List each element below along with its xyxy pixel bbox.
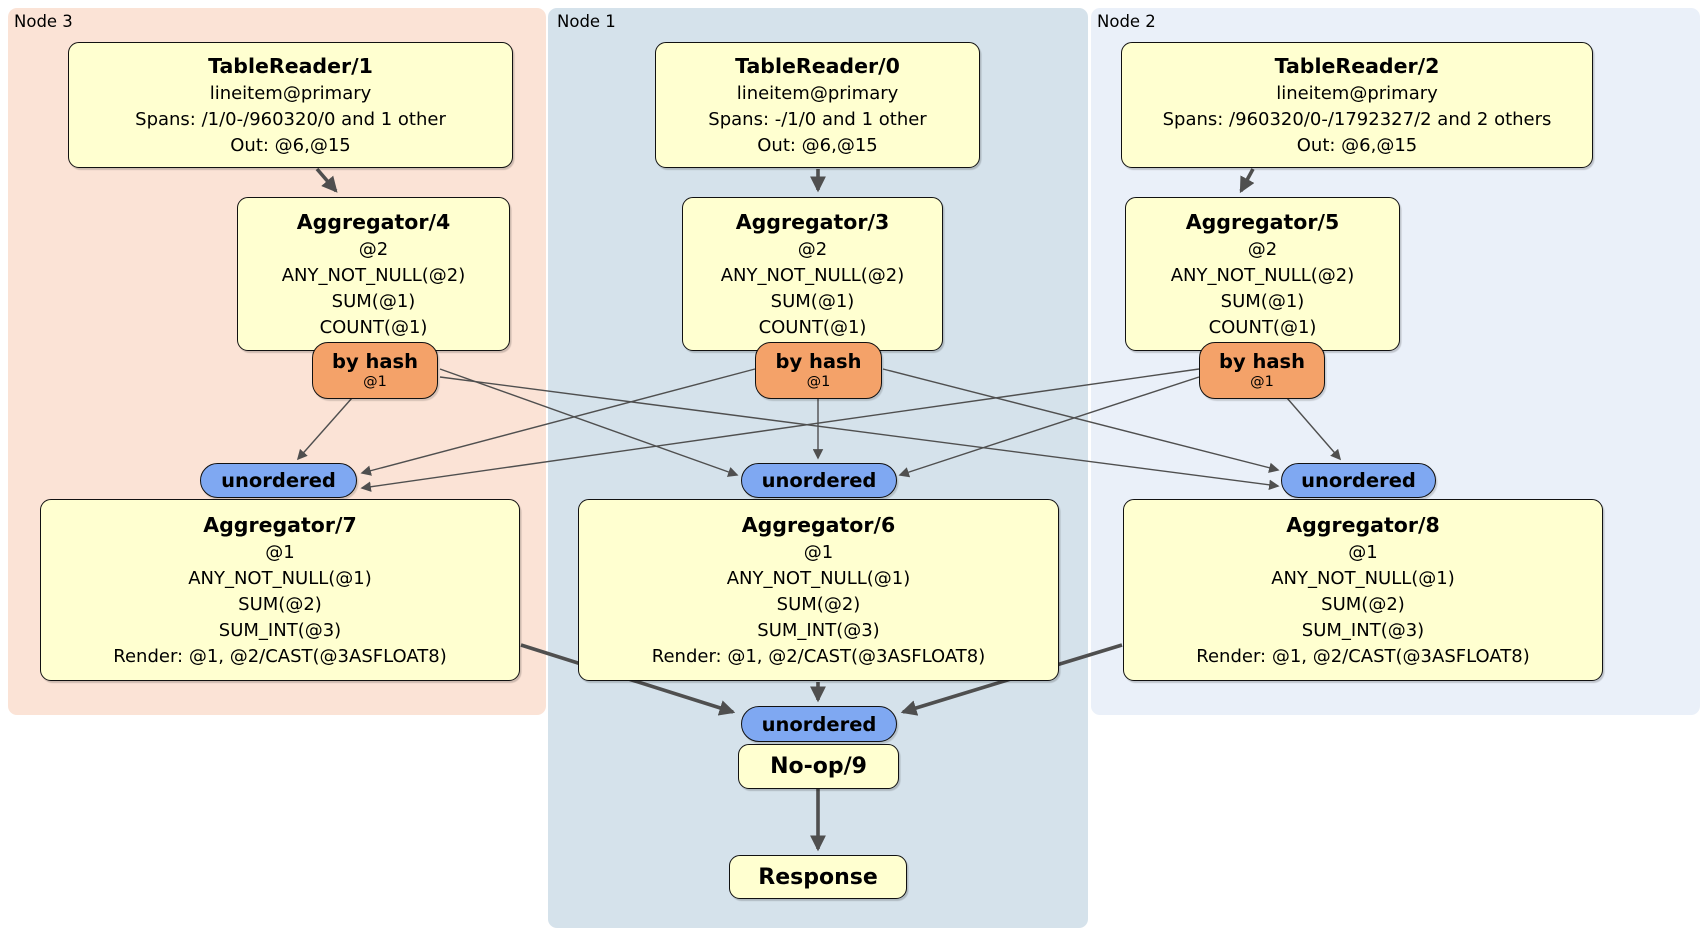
processor-title: Aggregator/4 bbox=[296, 209, 451, 234]
router-label: by hash bbox=[775, 350, 862, 373]
processor-aggregator-6: Aggregator/6 @1 ANY_NOT_NULL(@1) SUM(@2)… bbox=[578, 499, 1059, 681]
processor-detail: Out: @6,@15 bbox=[1296, 134, 1418, 156]
processor-title: Aggregator/3 bbox=[735, 209, 890, 234]
processor-detail: @1 bbox=[1348, 541, 1378, 563]
processor-aggregator-3: Aggregator/3 @2 ANY_NOT_NULL(@2) SUM(@1)… bbox=[682, 197, 943, 351]
processor-detail: Spans: /1/0-/960320/0 and 1 other bbox=[135, 108, 446, 130]
processor-detail: SUM(@2) bbox=[776, 593, 861, 615]
sync-label: unordered bbox=[221, 469, 336, 492]
processor-detail: COUNT(@1) bbox=[319, 316, 428, 338]
processor-detail: ANY_NOT_NULL(@2) bbox=[1170, 264, 1355, 286]
processor-tablereader-2: TableReader/2 lineitem@primary Spans: /9… bbox=[1121, 42, 1593, 168]
processor-detail: Out: @6,@15 bbox=[230, 134, 351, 156]
processor-detail: COUNT(@1) bbox=[1208, 316, 1317, 338]
sync-label: unordered bbox=[761, 712, 877, 736]
router-label: by hash bbox=[332, 350, 418, 373]
processor-title: Aggregator/7 bbox=[203, 512, 357, 537]
sync-label: unordered bbox=[1301, 469, 1416, 492]
router-columns: @1 bbox=[1250, 374, 1274, 390]
processor-detail: COUNT(@1) bbox=[758, 316, 867, 338]
processor-detail: Render: @1, @2/CAST(@3ASFLOAT8) bbox=[1196, 645, 1530, 667]
processor-detail: Render: @1, @2/CAST(@3ASFLOAT8) bbox=[113, 645, 447, 667]
processor-detail: SUM(@1) bbox=[1220, 290, 1305, 312]
processor-detail: ANY_NOT_NULL(@2) bbox=[281, 264, 466, 286]
processor-detail: SUM(@1) bbox=[331, 290, 416, 312]
processor-detail: lineitem@primary bbox=[1276, 82, 1438, 104]
sync-unordered-node1: unordered bbox=[741, 463, 897, 498]
processor-detail: ANY_NOT_NULL(@2) bbox=[720, 264, 905, 286]
router-columns: @1 bbox=[806, 374, 831, 390]
processor-detail: @2 bbox=[1247, 238, 1278, 260]
processor-title: Aggregator/5 bbox=[1185, 209, 1340, 234]
processor-tablereader-1: TableReader/1 lineitem@primary Spans: /1… bbox=[68, 42, 513, 168]
processor-aggregator-8: Aggregator/8 @1 ANY_NOT_NULL(@1) SUM(@2)… bbox=[1123, 499, 1603, 681]
processor-detail: lineitem@primary bbox=[736, 82, 899, 104]
processor-title: No-op/9 bbox=[770, 754, 867, 779]
processor-title: Aggregator/6 bbox=[741, 512, 896, 537]
processor-title: TableReader/1 bbox=[208, 53, 373, 78]
processor-detail: SUM_INT(@3) bbox=[218, 619, 342, 641]
processor-detail: Spans: /960320/0-/1792327/2 and 2 others bbox=[1162, 108, 1552, 130]
processor-detail: Render: @1, @2/CAST(@3ASFLOAT8) bbox=[651, 645, 986, 667]
processor-aggregator-7: Aggregator/7 @1 ANY_NOT_NULL(@1) SUM(@2)… bbox=[40, 499, 520, 681]
processor-title: TableReader/0 bbox=[735, 53, 900, 78]
processor-aggregator-4: Aggregator/4 @2 ANY_NOT_NULL(@2) SUM(@1)… bbox=[237, 197, 510, 351]
processor-detail: @2 bbox=[358, 238, 389, 260]
processor-detail: ANY_NOT_NULL(@1) bbox=[188, 567, 372, 589]
node1-label: Node 1 bbox=[557, 12, 616, 31]
router-by-hash-node1: by hash @1 bbox=[755, 342, 882, 399]
router-by-hash-node2: by hash @1 bbox=[1199, 342, 1325, 399]
processor-detail: lineitem@primary bbox=[209, 82, 372, 104]
processor-title: Response bbox=[758, 864, 878, 890]
processor-detail: SUM(@1) bbox=[770, 290, 855, 312]
router-label: by hash bbox=[1219, 350, 1305, 373]
processor-detail: SUM(@2) bbox=[1321, 593, 1405, 615]
node3-label: Node 3 bbox=[14, 12, 73, 31]
processor-title: TableReader/2 bbox=[1274, 53, 1440, 78]
router-columns: @1 bbox=[363, 374, 387, 390]
processor-detail: ANY_NOT_NULL(@1) bbox=[726, 567, 911, 589]
processor-tablereader-0: TableReader/0 lineitem@primary Spans: -/… bbox=[655, 42, 980, 168]
sync-label: unordered bbox=[761, 469, 877, 492]
processor-detail: Spans: -/1/0 and 1 other bbox=[708, 108, 927, 130]
processor-detail: SUM_INT(@3) bbox=[757, 619, 880, 641]
processor-detail: Out: @6,@15 bbox=[757, 134, 878, 156]
processor-title: Aggregator/8 bbox=[1286, 512, 1440, 537]
processor-detail: @1 bbox=[803, 541, 834, 563]
sync-unordered-final: unordered bbox=[741, 706, 897, 742]
processor-aggregator-5: Aggregator/5 @2 ANY_NOT_NULL(@2) SUM(@1)… bbox=[1125, 197, 1400, 351]
processor-detail: @1 bbox=[265, 541, 295, 563]
processor-detail: @2 bbox=[797, 238, 828, 260]
processor-detail: ANY_NOT_NULL(@1) bbox=[1271, 567, 1455, 589]
router-by-hash-node3: by hash @1 bbox=[312, 342, 438, 399]
node2-label: Node 2 bbox=[1097, 12, 1156, 31]
sync-unordered-node3: unordered bbox=[200, 463, 357, 498]
processor-noop-9: No-op/9 bbox=[738, 744, 899, 789]
processor-detail: SUM(@2) bbox=[238, 593, 322, 615]
sync-unordered-node2: unordered bbox=[1281, 463, 1436, 498]
processor-detail: SUM_INT(@3) bbox=[1301, 619, 1425, 641]
processor-response: Response bbox=[729, 855, 907, 899]
